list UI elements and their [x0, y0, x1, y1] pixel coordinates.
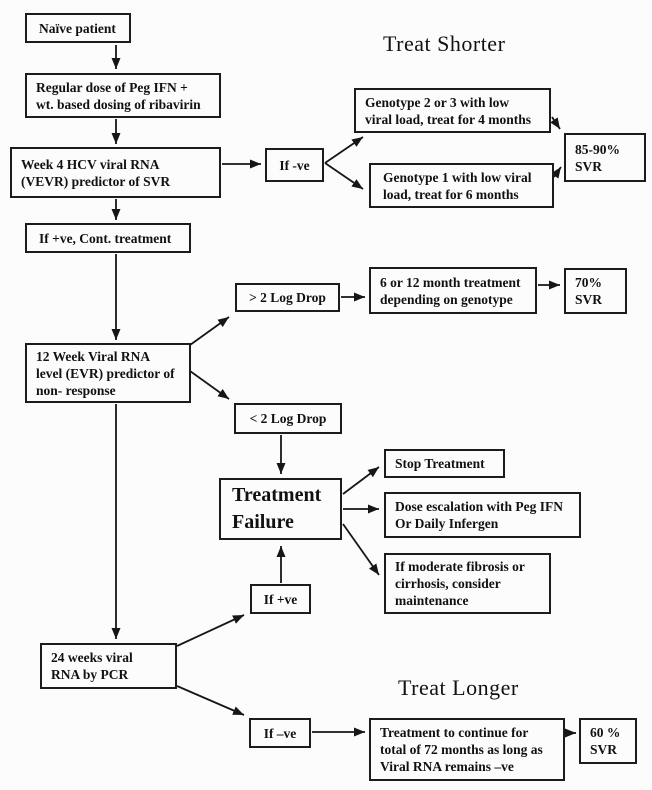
node-week12-evr: 12 Week Viral RNA level (EVR) predictor … [25, 343, 191, 403]
edge-week12-gt2log [189, 316, 230, 346]
node-svr-85-90: 85-90% SVR [564, 133, 646, 182]
title-treat-longer: Treat Longer [398, 675, 519, 700]
edge-geno23-svr8590 [550, 116, 561, 130]
edge-tfail-fibrosis [342, 523, 380, 576]
node-gt-2-log-drop: > 2 Log Drop [235, 283, 340, 312]
edge-week24-ifposb [176, 614, 245, 647]
node-genotype-1: Genotype 1 with low viral load, treat fo… [369, 163, 554, 208]
edge-week24-ifnegb [176, 685, 245, 716]
edge-week12-lt2log [189, 370, 230, 400]
node-if-positive-continue: If +ve, Cont. treatment [25, 223, 191, 253]
edge-ifneg-geno1 [324, 162, 364, 190]
node-if-negative-top: If -ve [265, 148, 324, 182]
node-dose-escalation: Dose escalation with Peg IFN Or Daily In… [384, 492, 581, 538]
node-6-or-12-month: 6 or 12 month treatment depending on gen… [369, 267, 537, 314]
node-fibrosis-maintenance: If moderate fibrosis or cirrhosis, consi… [384, 553, 551, 614]
node-regular-dose: Regular dose of Peg IFN + wt. based dosi… [25, 73, 221, 118]
node-week4-vevr: Week 4 HCV viral RNA (VEVR) predictor of… [10, 147, 221, 198]
node-svr-60: 60 % SVR [579, 718, 637, 764]
edge-ifneg-geno23 [324, 136, 364, 164]
node-lt-2-log-drop: < 2 Log Drop [234, 403, 342, 434]
title-treat-shorter: Treat Shorter [383, 31, 506, 56]
node-stop-treatment: Stop Treatment [384, 449, 505, 478]
edge-geno1-svr8590 [551, 166, 562, 179]
node-if-negative-bottom: If –ve [249, 718, 311, 748]
node-naive-patient: Naïve patient [25, 13, 131, 43]
node-genotype-2-3: Genotype 2 or 3 with low viral load, tre… [354, 88, 551, 133]
node-treat-72-months: Treatment to continue for total of 72 mo… [369, 718, 565, 781]
node-if-positive-bottom: If +ve [250, 584, 311, 614]
node-svr-70: 70% SVR [564, 268, 627, 314]
edge-tfail-stop [342, 466, 380, 495]
node-week24-pcr: 24 weeks viral RNA by PCR [40, 643, 177, 689]
node-treatment-failure: Treatment Failure [219, 478, 342, 540]
